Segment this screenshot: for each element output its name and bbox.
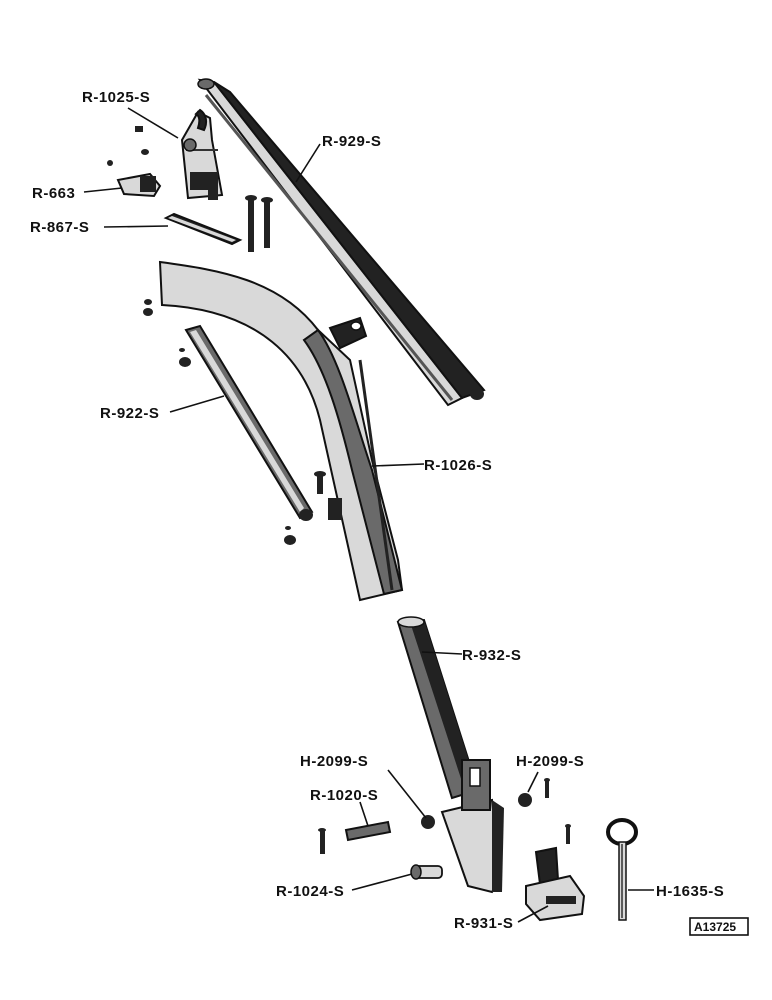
label-h2099-left: H-2099-S <box>300 753 368 770</box>
leader-lines <box>83 107 654 923</box>
part-r867-flat-bar <box>163 212 243 246</box>
label-h2099-right: H-2099-S <box>516 753 584 770</box>
label-r1025: R-1025-S <box>82 89 150 106</box>
figure-id-text: A13725 <box>694 920 736 934</box>
part-r1024-bolt <box>410 864 443 880</box>
label-r1024: R-1024-S <box>276 883 344 900</box>
part-r663-clip <box>116 172 162 198</box>
nut-h2099 <box>421 778 550 829</box>
label-r663: R-663 <box>32 185 75 202</box>
part-r1025-bracket <box>180 108 224 200</box>
part-r1026-curved-beam <box>158 260 404 602</box>
label-r922: R-922-S <box>100 405 159 422</box>
part-r931-clevis <box>525 824 586 922</box>
part-standard-lower <box>440 759 504 894</box>
small-nut <box>143 299 191 367</box>
part-r1020-pin <box>318 820 392 854</box>
small-screw <box>107 126 149 166</box>
two-long-bolts <box>245 195 273 252</box>
label-r929: R-929-S <box>322 133 381 150</box>
figure-id-badge: A13725 <box>689 917 749 936</box>
label-r867: R-867-S <box>30 219 89 236</box>
label-h1635: H-1635-S <box>656 883 724 900</box>
label-r1020: R-1020-S <box>310 787 378 804</box>
bolt-and-nut <box>284 471 326 545</box>
label-r932: R-932-S <box>462 647 521 664</box>
part-r929-long-bar <box>197 78 486 407</box>
part-h1635-eye-bolt <box>606 818 638 921</box>
label-r1026: R-1026-S <box>424 457 492 474</box>
label-r931: R-931-S <box>454 915 513 932</box>
part-r922-rod <box>184 324 314 521</box>
